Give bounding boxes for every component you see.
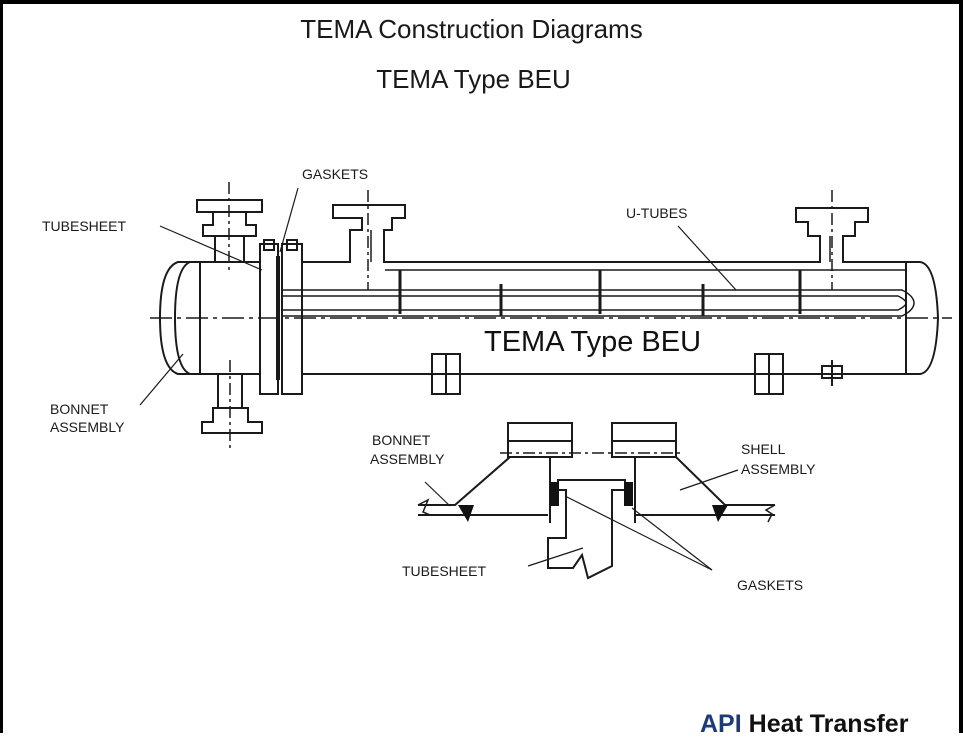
- frame-top-border: [3, 0, 963, 4]
- leader-lines: [139, 187, 739, 571]
- drain-nozzle: [821, 360, 843, 386]
- footer-brand: API Heat Transfer: [700, 710, 908, 739]
- label-gaskets-top: GASKETS: [302, 166, 368, 182]
- label-u-tubes: U-TUBES: [626, 205, 687, 221]
- label-tubesheet-detail: TUBESHEET: [402, 563, 486, 579]
- label-tema-type: TEMA Type BEU: [484, 326, 701, 358]
- label-shell-line2: ASSEMBLY: [741, 461, 816, 477]
- footer-heat-transfer: Heat Transfer: [748, 710, 909, 738]
- baffles: [398, 270, 802, 316]
- label-tubesheet-top: TUBESHEET: [42, 218, 126, 234]
- bonnet-top-nozzle: [196, 182, 263, 270]
- flange-assembly: [259, 239, 320, 395]
- detail-view: [417, 422, 776, 580]
- saddle-supports: [431, 353, 784, 395]
- frame-left-border: [0, 0, 3, 733]
- page-title: TEMA Construction Diagrams: [300, 14, 643, 44]
- u-tubes: [282, 289, 915, 317]
- page-subtitle: TEMA Type BEU: [376, 64, 571, 94]
- bonnet-head: [158, 261, 261, 375]
- label-shell-line1: SHELL: [741, 441, 786, 457]
- frame-right-border: [959, 0, 963, 733]
- label-detail-bonnet-line2: ASSEMBLY: [370, 451, 445, 467]
- label-bonnet-line2: ASSEMBLY: [50, 419, 125, 435]
- label-detail-bonnet-line1: BONNET: [372, 432, 431, 448]
- label-bonnet-line1: BONNET: [50, 401, 109, 417]
- detail-welds: [458, 482, 728, 522]
- bonnet-bottom-nozzle: [201, 360, 263, 452]
- label-gaskets-detail: GASKETS: [737, 577, 803, 593]
- footer-api-logo: API: [700, 710, 742, 738]
- shell: [320, 190, 940, 375]
